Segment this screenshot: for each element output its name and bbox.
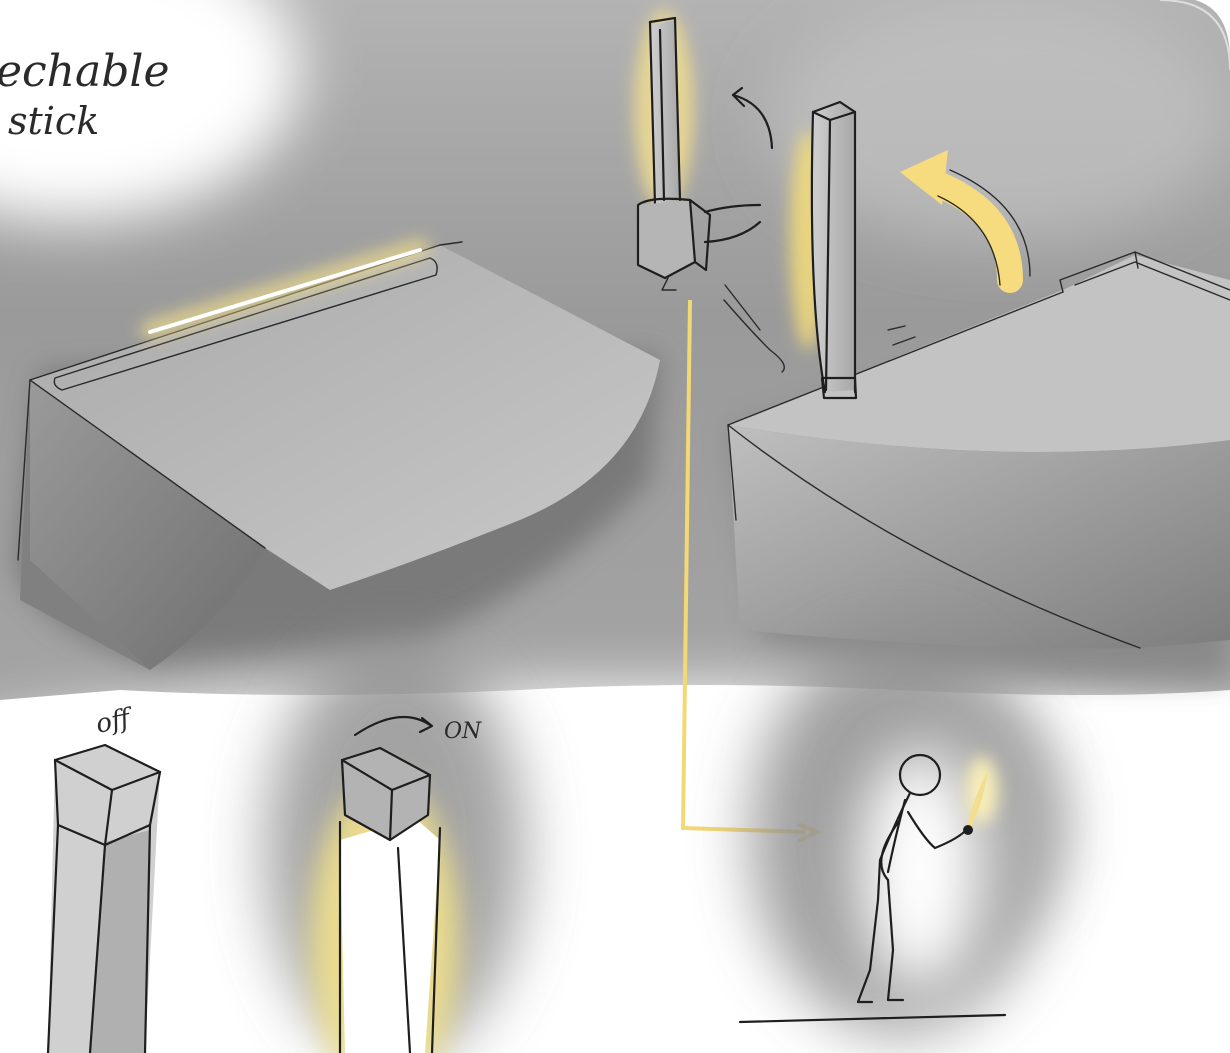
sketch-title-line1: echable — [0, 46, 170, 97]
sketch-title-line2: stick — [8, 99, 99, 143]
on-label: ON — [444, 719, 482, 744]
on-stick: ON — [265, 640, 525, 1053]
